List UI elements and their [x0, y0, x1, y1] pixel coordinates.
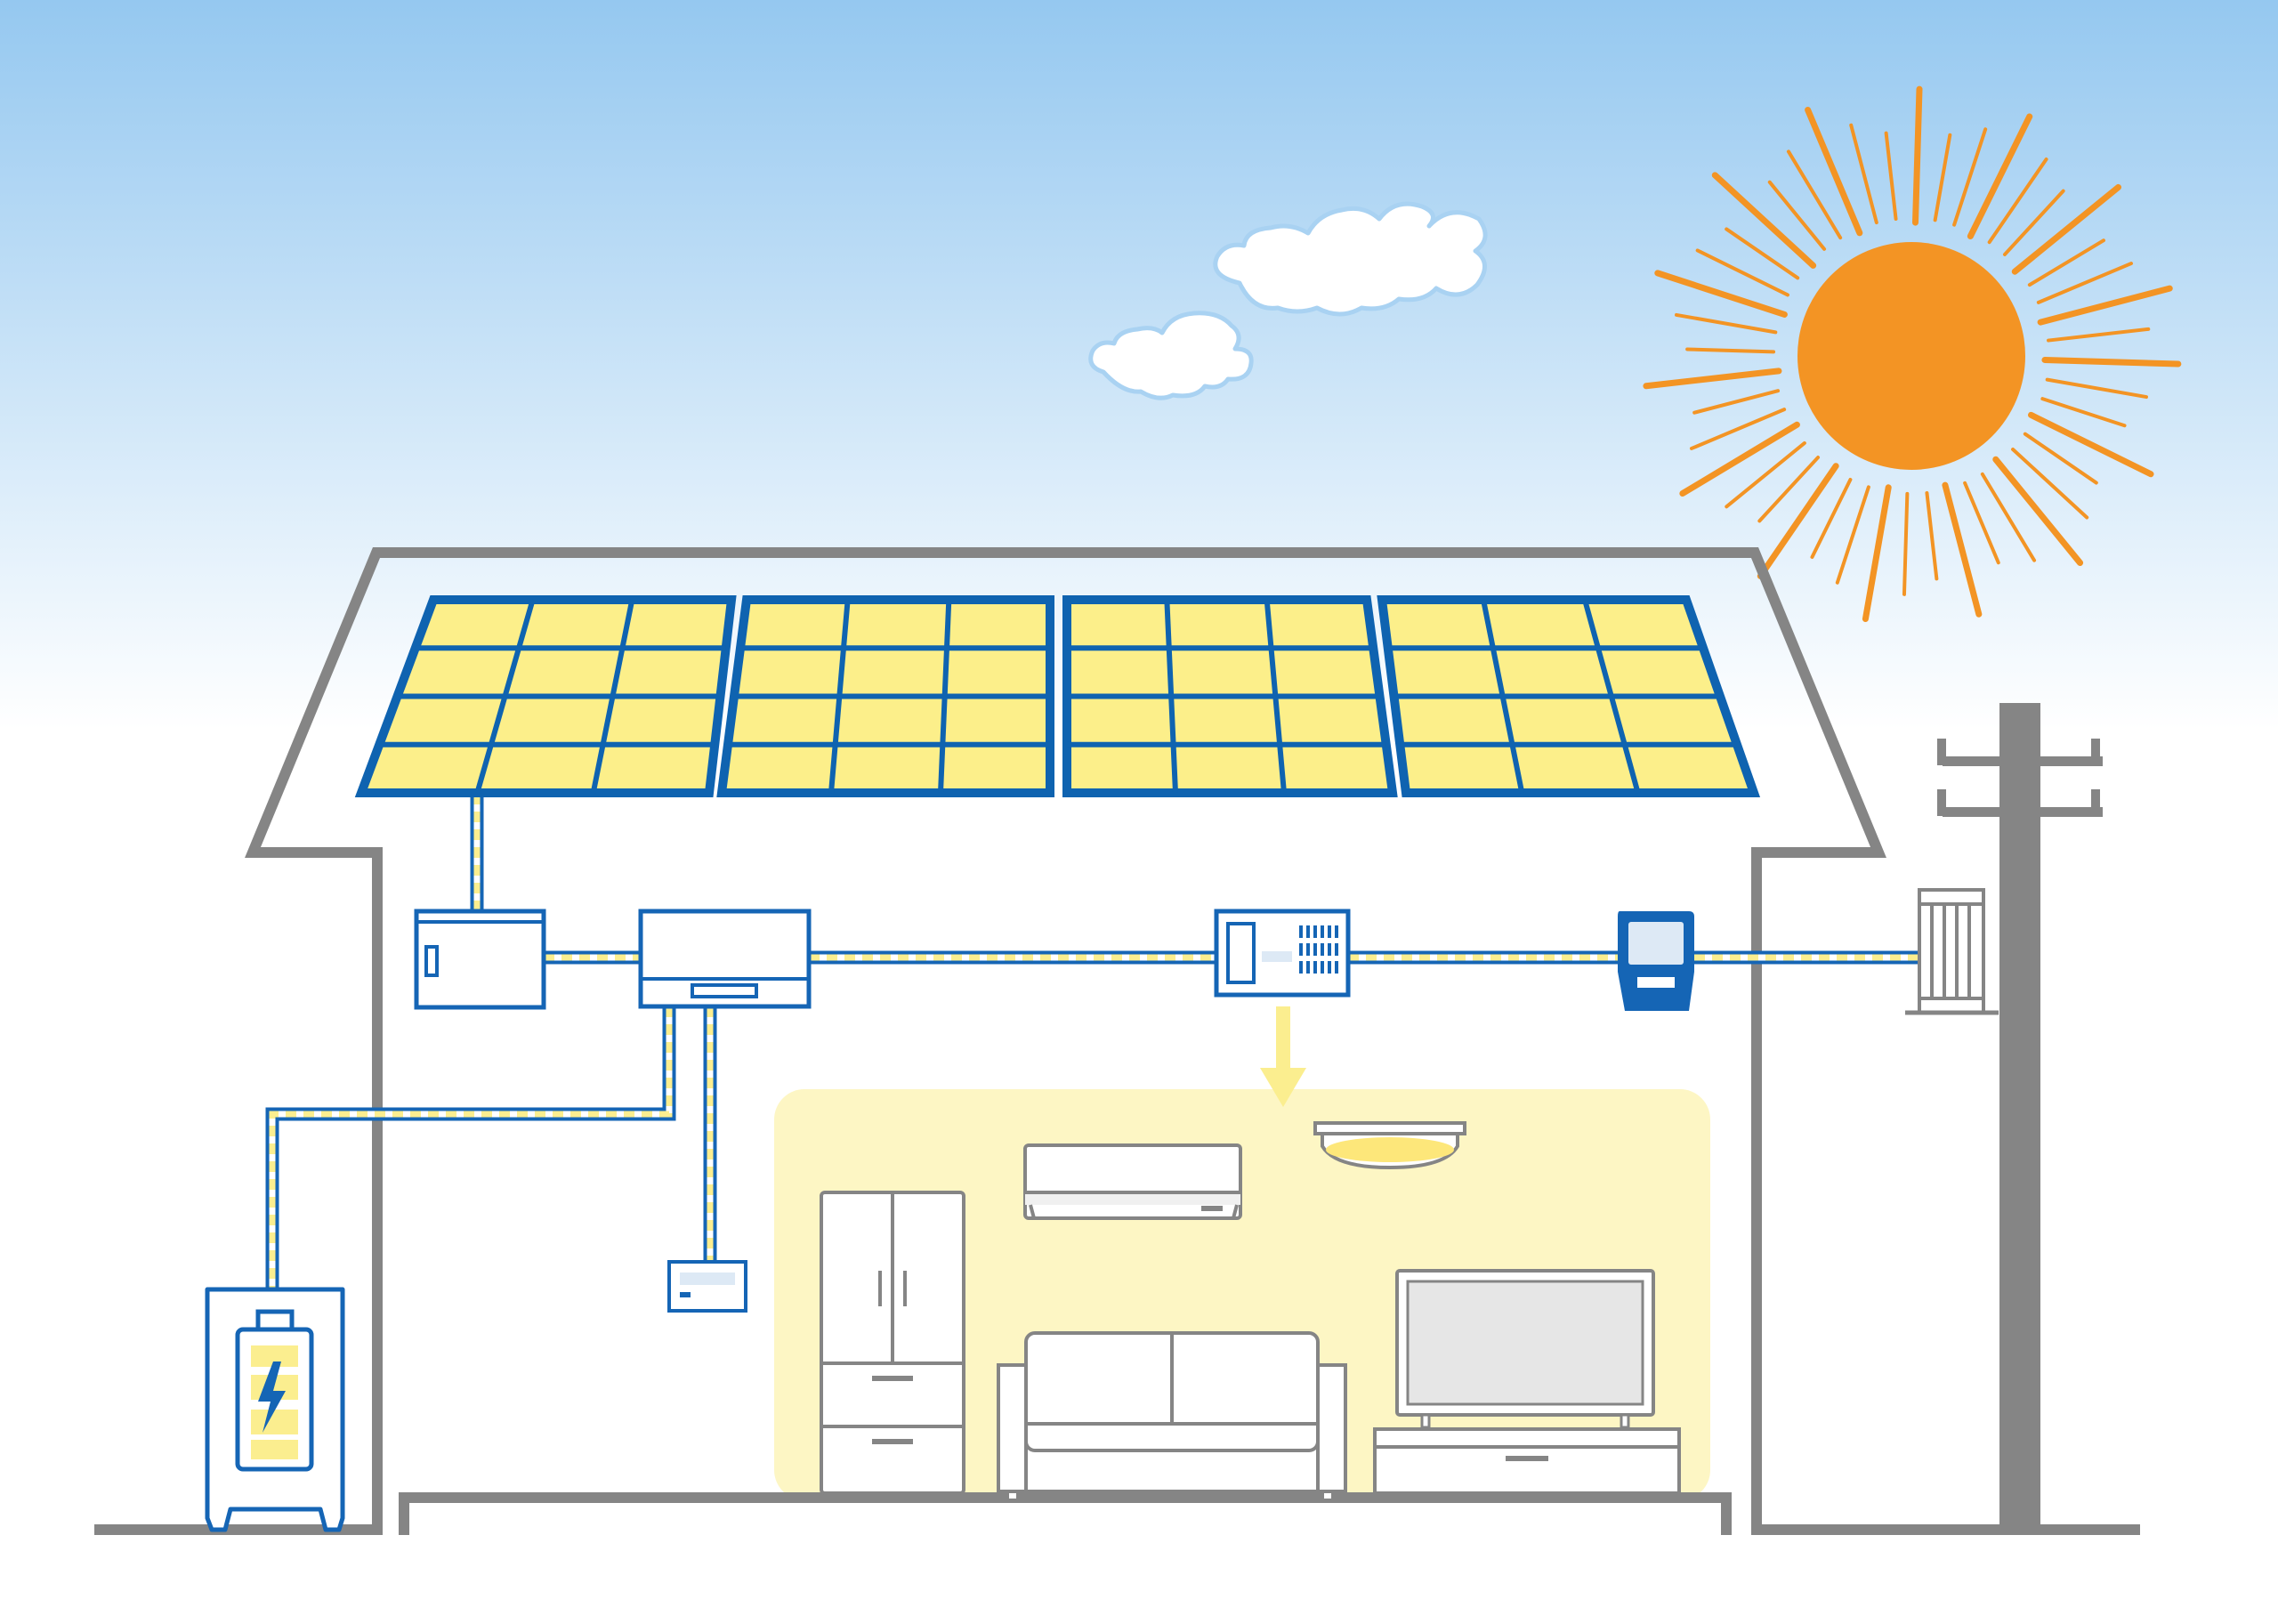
- service-drop-icon: [1905, 888, 1999, 1015]
- sun-ray: [2036, 262, 2134, 304]
- tv-icon: [1395, 1269, 1655, 1429]
- sun-ray: [1933, 133, 1952, 222]
- sun-ray: [1967, 113, 2033, 239]
- sun-ray: [1685, 347, 1776, 354]
- lightning-bolt-icon: [258, 1361, 286, 1433]
- sun-ray: [2045, 377, 2149, 400]
- sun-ray: [2002, 189, 2065, 256]
- sun-ray: [1674, 312, 1778, 335]
- sun-ray: [2027, 238, 2105, 287]
- sun-ray: [1711, 172, 1817, 269]
- sun-ray: [1757, 456, 1821, 523]
- sun-ray: [1643, 368, 1782, 390]
- sofa-icon: [997, 1331, 1347, 1502]
- ground-line: [94, 1492, 2140, 1535]
- sun-ray: [1692, 389, 1781, 415]
- sun-ray: [2011, 183, 2122, 275]
- battery-icon: [205, 1287, 345, 1532]
- solar-panel-icon: [1377, 595, 1761, 797]
- solar-panel-array: [354, 595, 1761, 797]
- sun-ray: [1689, 408, 1787, 450]
- sun-ray: [1695, 248, 1790, 297]
- sun-ray: [1884, 131, 1898, 221]
- sun-ray: [1902, 491, 1910, 596]
- sun-ray: [1810, 477, 1853, 559]
- power-conditioner-icon: [638, 909, 812, 1009]
- sun-ray: [1757, 463, 1839, 579]
- sun-ray: [1725, 440, 1806, 509]
- sun-ray: [1980, 472, 2037, 562]
- cloud-icon: [1213, 201, 1488, 317]
- ceiling-light-icon: [1313, 1121, 1466, 1170]
- sun-ray: [2011, 447, 2089, 520]
- junction-box-icon: [414, 909, 546, 1010]
- cloud-icon: [1088, 311, 1254, 400]
- house-outline: [245, 547, 1886, 1530]
- sun-ray: [1805, 106, 1863, 237]
- utility-pole-icon: [1937, 703, 2103, 1531]
- sun-ray: [1942, 481, 1983, 618]
- solar-panel-icon: [354, 595, 737, 797]
- control-panel-icon: [667, 1260, 747, 1313]
- solar-panel-icon: [1062, 595, 1398, 797]
- distribution-board-icon: [1214, 909, 1351, 998]
- sun-ray: [1786, 149, 1843, 240]
- solar-panel-icon: [716, 595, 1054, 797]
- sun-ray: [1862, 484, 1892, 623]
- sun-ray: [1725, 227, 1800, 280]
- power-wiring: [265, 794, 1919, 1289]
- tv-stand-icon: [1373, 1427, 1681, 1495]
- down-arrow-icon: [1260, 1006, 1306, 1107]
- sun-ray: [1925, 491, 1939, 581]
- sun-ray: [1952, 127, 1988, 227]
- smart-meter-icon: [1618, 911, 1694, 1011]
- sun-ray: [2047, 327, 2151, 343]
- sun-ray: [1992, 456, 2084, 567]
- air-conditioner-icon: [1023, 1143, 1242, 1220]
- sun-icon: [1643, 85, 2182, 623]
- sun-ray: [1963, 481, 2000, 565]
- sun-ray: [2023, 432, 2098, 485]
- sun-ray: [1911, 85, 1923, 226]
- sun-ray: [1849, 123, 1878, 225]
- sun-ray: [2037, 285, 2173, 326]
- sun-ray: [1654, 270, 1788, 318]
- refrigerator-icon: [820, 1191, 965, 1495]
- sun-ray: [2041, 356, 2182, 368]
- sun-ray: [2028, 411, 2154, 478]
- sun-ray: [2040, 397, 2127, 428]
- sun-ray: [1987, 157, 2048, 245]
- sun-ray: [1767, 180, 1827, 251]
- sun-ray: [1679, 421, 1800, 497]
- sun-disc: [1797, 242, 2025, 470]
- sun-ray: [1835, 485, 1870, 585]
